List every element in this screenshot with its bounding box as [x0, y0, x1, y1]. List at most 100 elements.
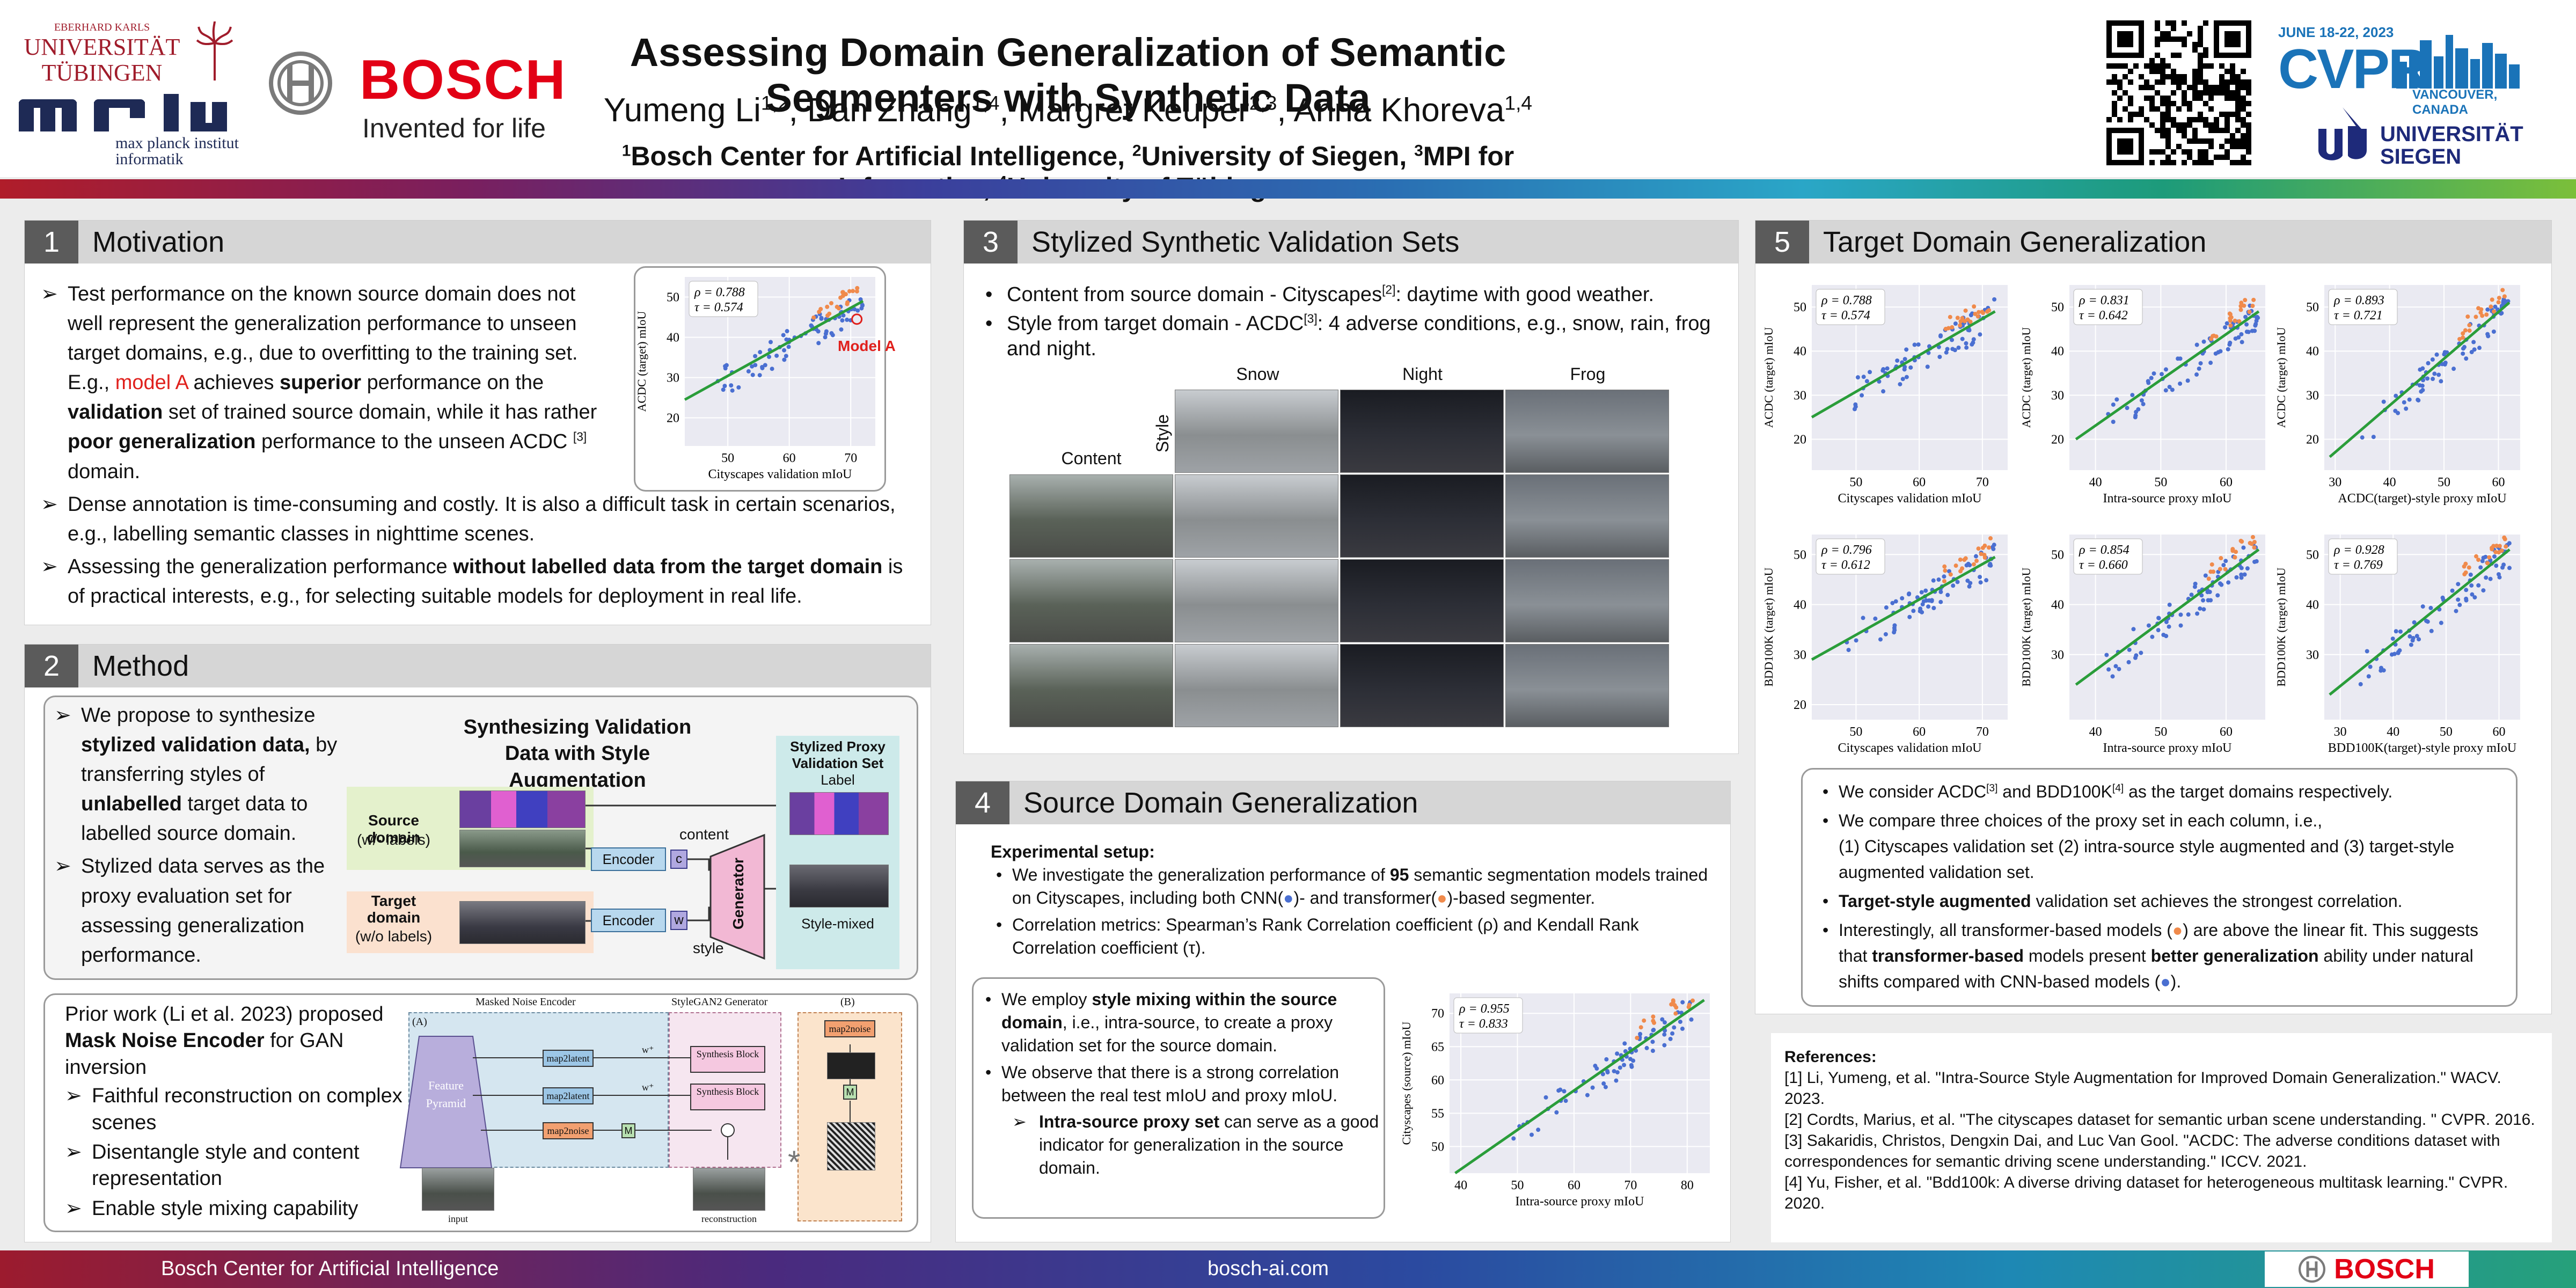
transformer-point: [2218, 567, 2222, 572]
transformer-point: [2240, 539, 2244, 544]
qr-module: [2144, 85, 2149, 90]
text: performance on the: [361, 371, 544, 394]
cnn-point: [1615, 1051, 1620, 1056]
cnn-point: [1937, 355, 1942, 360]
transformer-point: [2496, 300, 2501, 305]
qr-module: [2219, 90, 2224, 96]
cnn-point: [2167, 624, 2171, 629]
transformer-point: [2476, 558, 2481, 562]
qr-code[interactable]: [2106, 20, 2251, 165]
qr-module: [2241, 96, 2246, 101]
stylized-panel: 3 Stylized Synthetic Validation Sets Con…: [963, 220, 1739, 754]
feature-pyramid-label: Feature Pyramid: [426, 1079, 466, 1110]
cnn-point: [2104, 653, 2109, 657]
stylized-image: [1175, 644, 1338, 727]
text: ability under natural shifts compared wi…: [1839, 946, 2473, 991]
qr-module: [2144, 96, 2149, 101]
qr-module: [2246, 101, 2251, 106]
footer-url[interactable]: bosch-ai.com: [1208, 1257, 1329, 1280]
cnn-point: [774, 353, 779, 358]
x-tick-label: 50: [1849, 475, 1862, 489]
qr-module: [2235, 117, 2241, 122]
text: Style from target domain - ACDC: [1007, 312, 1304, 335]
reference-item: [1] Li, Yumeng, et al. "Intra-Source Sty…: [1784, 1069, 2501, 1108]
bullet: We investigate the generalization perfor…: [991, 863, 1710, 910]
cnn-point: [1942, 574, 1946, 579]
bullet: Faithful reconstruction on complex scene…: [65, 1083, 403, 1136]
qr-module: [2171, 160, 2176, 165]
qr-module: [2192, 138, 2198, 144]
transformer-point: [1635, 1035, 1640, 1040]
x-tick-label: 60: [2493, 725, 2506, 739]
qr-module: [2246, 122, 2251, 128]
rho-label: ρ = 0.788: [694, 286, 745, 299]
cnn-point: [1864, 379, 1869, 384]
qr-module: [2208, 63, 2214, 69]
text: without labelled data from the target do…: [453, 555, 883, 578]
qr-module: [2176, 128, 2182, 133]
arch-input-label: input: [448, 1213, 468, 1224]
model-a-marker: [851, 313, 863, 325]
qr-module: [2230, 79, 2235, 85]
qr-module: [2176, 36, 2182, 42]
text: target data to labelled source domain.: [81, 793, 308, 845]
transformer-point: [1943, 568, 1948, 573]
cnn-point: [2245, 566, 2250, 571]
cnn-point: [2464, 588, 2469, 592]
transformer-point: [2489, 304, 2493, 309]
cnn-point: [2223, 559, 2228, 564]
x-tick-label: 70: [1624, 1179, 1637, 1192]
bullet: We consider ACDC[3] and BDD100K[4] as th…: [1817, 779, 2509, 804]
qr-module: [2187, 117, 2192, 122]
x-tick-label: 40: [2089, 725, 2102, 739]
reference-item: [2] Cordts, Marius, et al. "The cityscap…: [1784, 1111, 2535, 1129]
qr-module: [2224, 79, 2230, 85]
qr-module: [2224, 128, 2230, 133]
cnn-point: [1912, 342, 1917, 347]
cnn-point: [2207, 589, 2212, 594]
cnn-point: [2106, 667, 2111, 672]
qr-module: [2182, 74, 2187, 79]
transformer-point: [2239, 301, 2244, 305]
cnn-point: [2436, 372, 2441, 377]
cnn-point: [782, 357, 787, 362]
qr-module: [2198, 26, 2203, 31]
qr-module: [2241, 122, 2246, 128]
qr-module: [2112, 101, 2117, 106]
qr-module: [2198, 58, 2203, 63]
qr-module: [2198, 149, 2203, 155]
cnn-point: [1885, 366, 1890, 371]
cnn-point: [1855, 375, 1860, 380]
panel-title: Source Domain Generalization: [1023, 787, 1418, 819]
qr-module: [2246, 138, 2251, 144]
transformer-point: [817, 310, 822, 314]
cnn-point: [2468, 572, 2473, 577]
qr-module: [2171, 20, 2176, 26]
cnn-point: [2239, 572, 2244, 577]
y-tick-label: 50: [1431, 1140, 1444, 1154]
qr-module: [2198, 160, 2203, 165]
qr-module: [2203, 53, 2208, 58]
fit-line: [2075, 548, 2260, 686]
y-tick-label: 40: [1794, 598, 1806, 612]
qr-module: [2230, 160, 2235, 165]
cnn-point: [757, 373, 762, 378]
cnn-point: [1900, 377, 1905, 382]
qr-module: [2112, 112, 2117, 117]
cnn-point: [1950, 338, 1955, 342]
cnn-point: [1920, 602, 1925, 607]
cnn-point: [1558, 1087, 1563, 1092]
footer-bosch-logo: BOSCH: [2265, 1252, 2469, 1287]
text: We employ: [1001, 990, 1092, 1009]
cnn-point: [840, 318, 845, 323]
transformer-point: [2247, 310, 2252, 314]
y-tick-label: 20: [667, 412, 679, 426]
qr-module: [2230, 112, 2235, 117]
transformer-point: [2502, 535, 2507, 540]
stylized-image: [1340, 559, 1504, 642]
text: ).: [2170, 972, 2182, 991]
cnn-point: [2178, 381, 2183, 386]
